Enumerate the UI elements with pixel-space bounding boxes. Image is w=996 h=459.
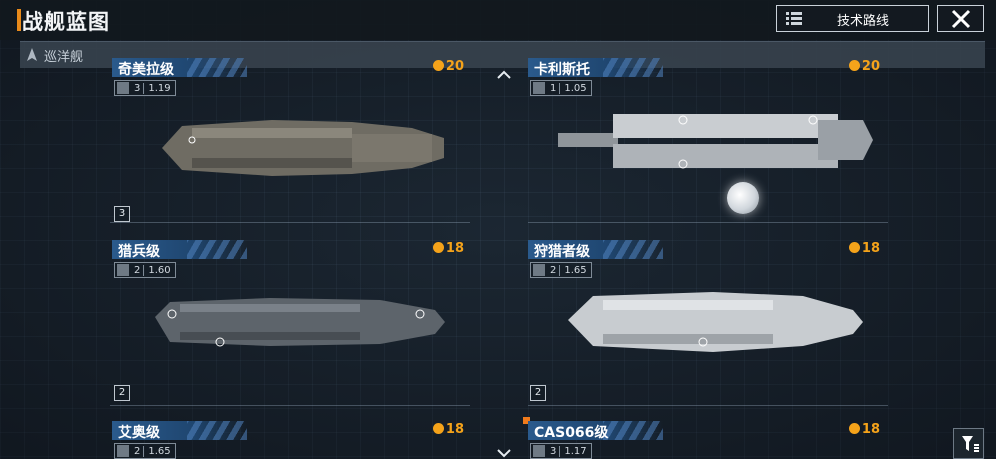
cruiser-class-icon	[27, 48, 37, 61]
ship-ranger-image	[155, 298, 445, 347]
ship-cost: 18	[432, 422, 464, 437]
ship-name: 卡利斯托	[534, 62, 590, 78]
category-bar[interactable]: 巡洋舰	[20, 41, 985, 68]
cost-icon	[432, 423, 444, 434]
close-icon	[951, 9, 971, 29]
tier-icon	[533, 445, 545, 457]
ship-name: 狩猎者级	[534, 244, 590, 260]
ship-cost: 18	[848, 422, 880, 437]
cost-icon	[848, 60, 860, 71]
filter-icon	[962, 436, 979, 452]
cost-icon	[848, 242, 860, 253]
tier-icon	[533, 82, 545, 94]
ship-name-plate: 艾奥级	[112, 421, 247, 441]
tier-icon	[117, 82, 129, 94]
filter-button[interactable]	[953, 428, 984, 459]
category-label: 巡洋舰	[44, 50, 84, 65]
ship-name-plate: 猎兵级	[112, 240, 247, 260]
ship-name-plate: 奇美拉级	[112, 58, 247, 78]
ship-cost: 20	[432, 59, 464, 74]
tier-badge: 3	[114, 206, 130, 222]
close-button[interactable]	[937, 5, 984, 32]
top-bar: 战舰蓝图 技术路线	[0, 0, 996, 40]
list-icon	[786, 12, 802, 25]
new-marker	[523, 417, 530, 424]
planet-moon-icon	[727, 182, 759, 214]
ship-name-plate: 卡利斯托	[528, 58, 663, 78]
ship-name: 猎兵级	[118, 244, 160, 260]
tier-icon	[117, 445, 129, 457]
ship-cost: 20	[848, 59, 880, 74]
tier-badge: 2	[530, 385, 546, 401]
scroll-up-icon[interactable]	[497, 70, 511, 80]
hud-divider	[110, 222, 470, 223]
hud-divider	[528, 405, 888, 406]
ship-hunter-image	[568, 292, 863, 352]
title-accent-bar	[17, 9, 21, 31]
cost-icon	[848, 423, 860, 434]
hud-divider	[110, 405, 470, 406]
tech-route-button[interactable]: 技术路线	[776, 5, 929, 32]
ship-name: 奇美拉级	[118, 62, 174, 78]
scroll-down-icon[interactable]	[497, 448, 511, 458]
cost-icon	[432, 60, 444, 71]
ship-cost: 18	[848, 241, 880, 256]
tier-icon	[117, 264, 129, 276]
ship-chimera-image	[162, 120, 444, 176]
hud-divider	[528, 222, 888, 223]
ship-name: 艾奥级	[118, 425, 160, 441]
ship-name: CAS066级	[534, 425, 609, 441]
page-title: 战舰蓝图	[22, 10, 110, 34]
tech-route-label: 技术路线	[837, 14, 890, 29]
cost-icon	[432, 242, 444, 253]
ship-name-plate: 狩猎者级	[528, 240, 663, 260]
ship-callisto-image	[558, 114, 873, 169]
tier-icon	[533, 264, 545, 276]
ship-name-plate: CAS066级	[528, 421, 663, 441]
ship-cost: 18	[432, 241, 464, 256]
tier-badge: 2	[114, 385, 130, 401]
